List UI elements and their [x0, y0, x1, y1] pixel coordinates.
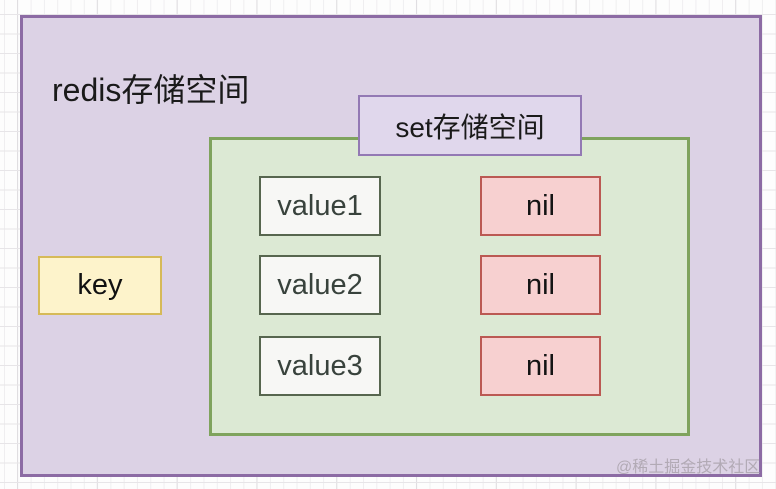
nil-box-2: nil — [480, 255, 601, 315]
set-storage-label: set存储空间 — [358, 95, 582, 156]
value3-box: value3 — [259, 336, 381, 396]
value2-box: value2 — [259, 255, 381, 315]
nil-box-3: nil — [480, 336, 601, 396]
nil-box-1: nil — [480, 176, 601, 236]
watermark: @稀土掘金技术社区 — [616, 459, 761, 476]
value1-box: value1 — [259, 176, 381, 236]
redis-storage-label: redis存储空间 — [52, 72, 250, 108]
key-box: key — [38, 256, 162, 315]
